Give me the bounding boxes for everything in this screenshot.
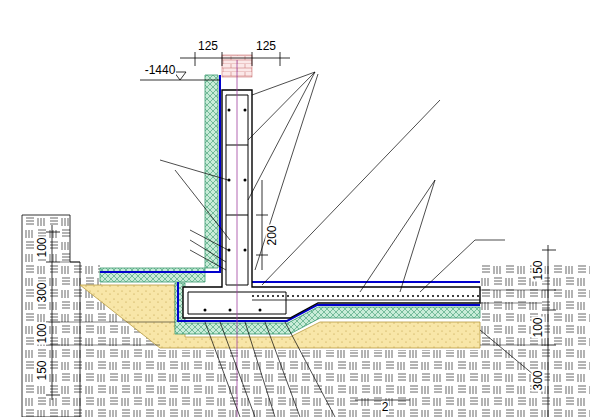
- soil: [22, 215, 80, 417]
- concrete-wall-slab: [183, 90, 480, 318]
- dimension-text: 125: [255, 40, 277, 53]
- dimension-text: 100: [36, 322, 49, 344]
- dimension-text: 125: [197, 40, 219, 53]
- dimension-text: 150: [36, 359, 49, 381]
- dimension-text: 150: [532, 259, 545, 281]
- dimension-text: 100: [36, 236, 49, 258]
- dimension-text: 300: [36, 281, 49, 303]
- dimension-text: 300: [532, 369, 545, 391]
- dimension-text: -1440: [144, 64, 177, 77]
- dimension-text: 100: [532, 316, 545, 338]
- callout-number: 2: [381, 401, 390, 414]
- dimension-text: 200: [266, 224, 279, 246]
- wall-insulation: [100, 75, 218, 282]
